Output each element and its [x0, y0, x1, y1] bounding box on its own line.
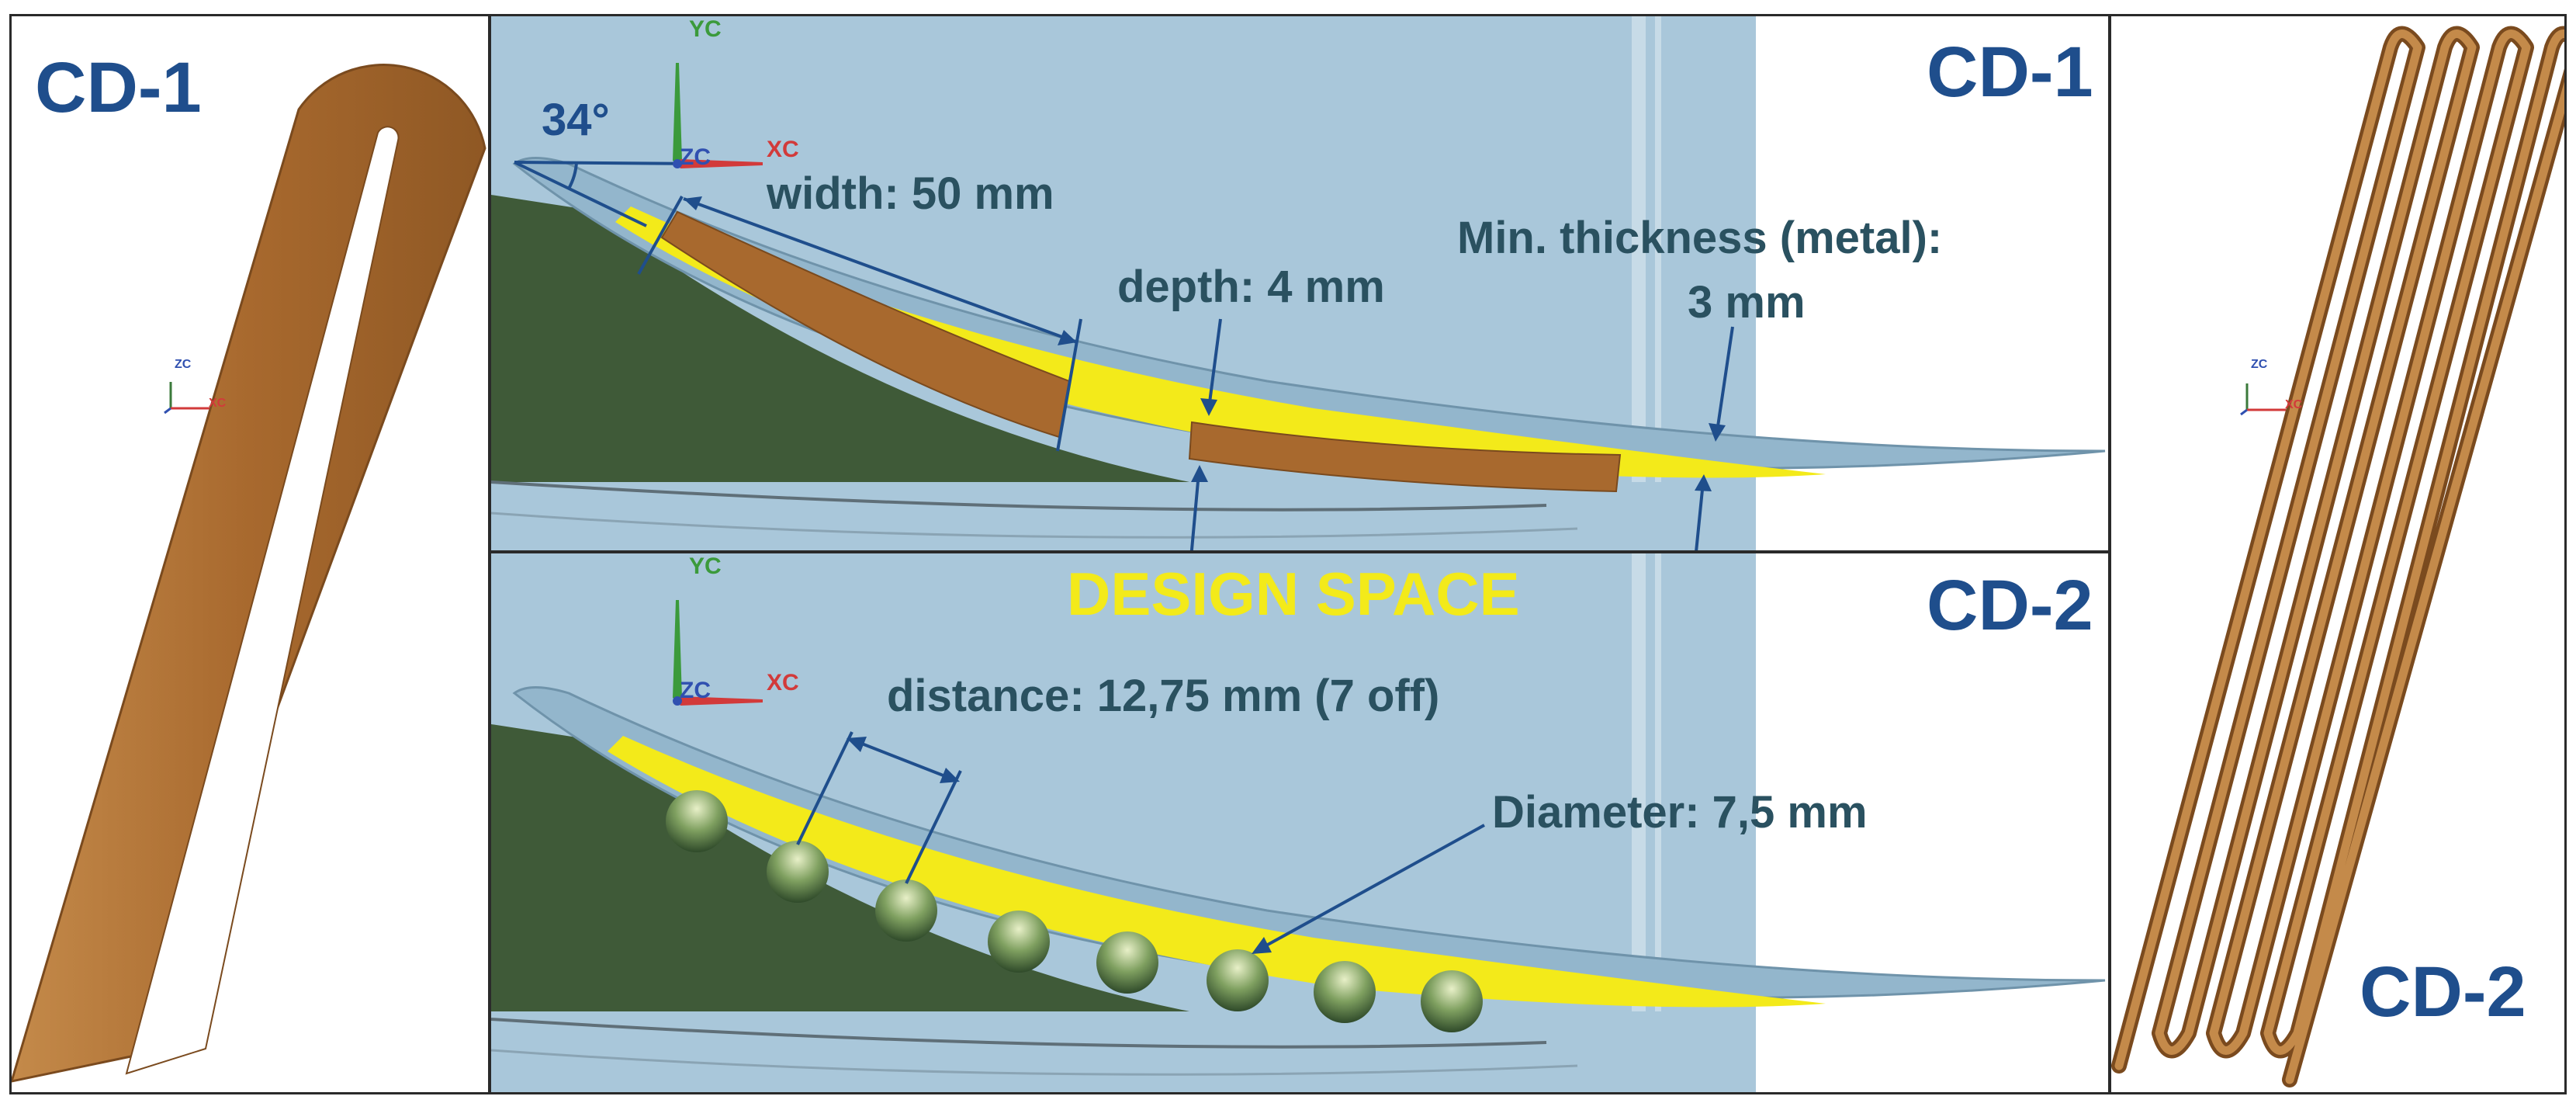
small-axis-x-label: XC: [209, 397, 227, 410]
width-label: width: 50 mm: [767, 168, 1054, 219]
axis-z-label: ZC: [680, 678, 711, 703]
depth-label: depth: 4 mm: [1117, 262, 1385, 312]
top-center-panel: YC XC ZC 34° width: 50 mm depth: 4 mm Mi…: [489, 14, 2110, 553]
cooling-hole-icon: [1096, 931, 1158, 994]
min-thickness-label-line2: 3 mm: [1688, 277, 1806, 328]
bottom-center-panel: YC XC ZC distance: 12,75 mm (7 off) Diam…: [489, 551, 2110, 1094]
cooling-hole-icon: [1207, 949, 1269, 1011]
axis-y-label: YC: [689, 553, 722, 579]
small-axis-z-label: ZC: [2251, 358, 2268, 371]
axis-x-label: XC: [767, 670, 799, 695]
right-panel-title: CD-2: [2360, 952, 2526, 1032]
axis-triad-icon: [673, 63, 763, 168]
cooling-hole-icon: [1314, 961, 1376, 1023]
cooling-hole-icon: [1421, 970, 1483, 1032]
left-panel: ZC XC CD-1: [9, 14, 490, 1094]
cooling-hole-icon: [666, 790, 728, 852]
copper-hairpin-icon: [12, 64, 486, 1083]
left-panel-title: CD-1: [35, 48, 202, 127]
cd2-section-drawing: [491, 553, 2106, 1092]
small-axis-z-label: ZC: [175, 358, 192, 371]
cooling-hole-icon: [875, 879, 937, 942]
distance-label: distance: 12,75 mm (7 off): [887, 671, 1440, 721]
axis-x-label: XC: [767, 137, 799, 162]
axis-z-label: ZC: [680, 144, 711, 170]
top-center-panel-title: CD-1: [1927, 33, 2093, 112]
axis-triad-icon: [2240, 383, 2286, 416]
cooling-hole-icon: [988, 911, 1050, 973]
small-axis-x-label: XC: [2285, 398, 2303, 411]
axis-triad-icon: [164, 382, 209, 415]
design-space-label: DESIGN SPACE: [1067, 560, 1520, 628]
axis-triad-icon: [673, 600, 763, 706]
bottom-center-panel-title: CD-2: [1927, 566, 2093, 645]
cooling-hole-icon: [767, 841, 829, 903]
min-thickness-label-line1: Min. thickness (metal):: [1457, 213, 1943, 263]
axis-y-label: YC: [689, 16, 722, 42]
cd1-section-drawing: [491, 16, 2106, 550]
right-panel: ZC XC CD-2: [2109, 14, 2567, 1094]
angle-label: 34°: [542, 95, 610, 145]
diameter-label: Diameter: 7,5 mm: [1492, 787, 1868, 838]
copper-serpentine-icon: [2111, 26, 2564, 1087]
